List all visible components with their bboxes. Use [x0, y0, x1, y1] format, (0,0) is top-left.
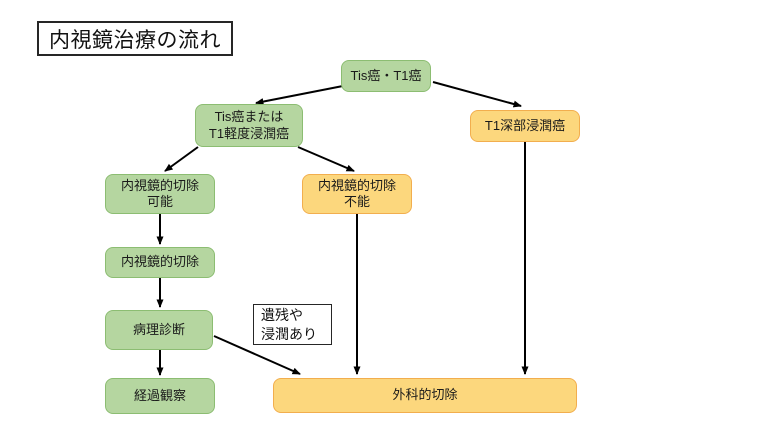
node-follow-up: 経過観察	[105, 378, 215, 414]
node-tis-or-mild-invasion: Tis癌または T1軽度浸潤癌	[195, 104, 303, 147]
arrow-tis-or-mild-to-endoscopic-possible	[164, 146, 199, 172]
node-tis-t1: Tis癌・T1癌	[341, 60, 431, 92]
node-surgical-resection: 外科的切除	[273, 378, 577, 413]
arrow-tis-t1-to-t1-deep	[432, 81, 522, 108]
arrow-pathological-diagnosis-to-surgical-resection	[213, 335, 301, 375]
node-endoscopic-resection-possible: 内視鏡的切除 可能	[105, 174, 215, 214]
page-title: 内視鏡治療の流れ	[37, 21, 233, 56]
edge-label-residual-or-invasion: 遺残や 浸潤あり	[253, 304, 332, 345]
node-t1-deep-invasion: T1深部浸潤癌	[470, 110, 580, 142]
node-pathological-diagnosis: 病理診断	[105, 310, 213, 350]
arrow-tis-or-mild-to-endoscopic-impossible	[297, 146, 355, 172]
arrow-tis-t1-to-tis-or-mild	[255, 84, 349, 105]
node-endoscopic-resection-impossible: 内視鏡的切除 不能	[302, 174, 412, 214]
node-endoscopic-resection: 内視鏡的切除	[105, 247, 215, 278]
